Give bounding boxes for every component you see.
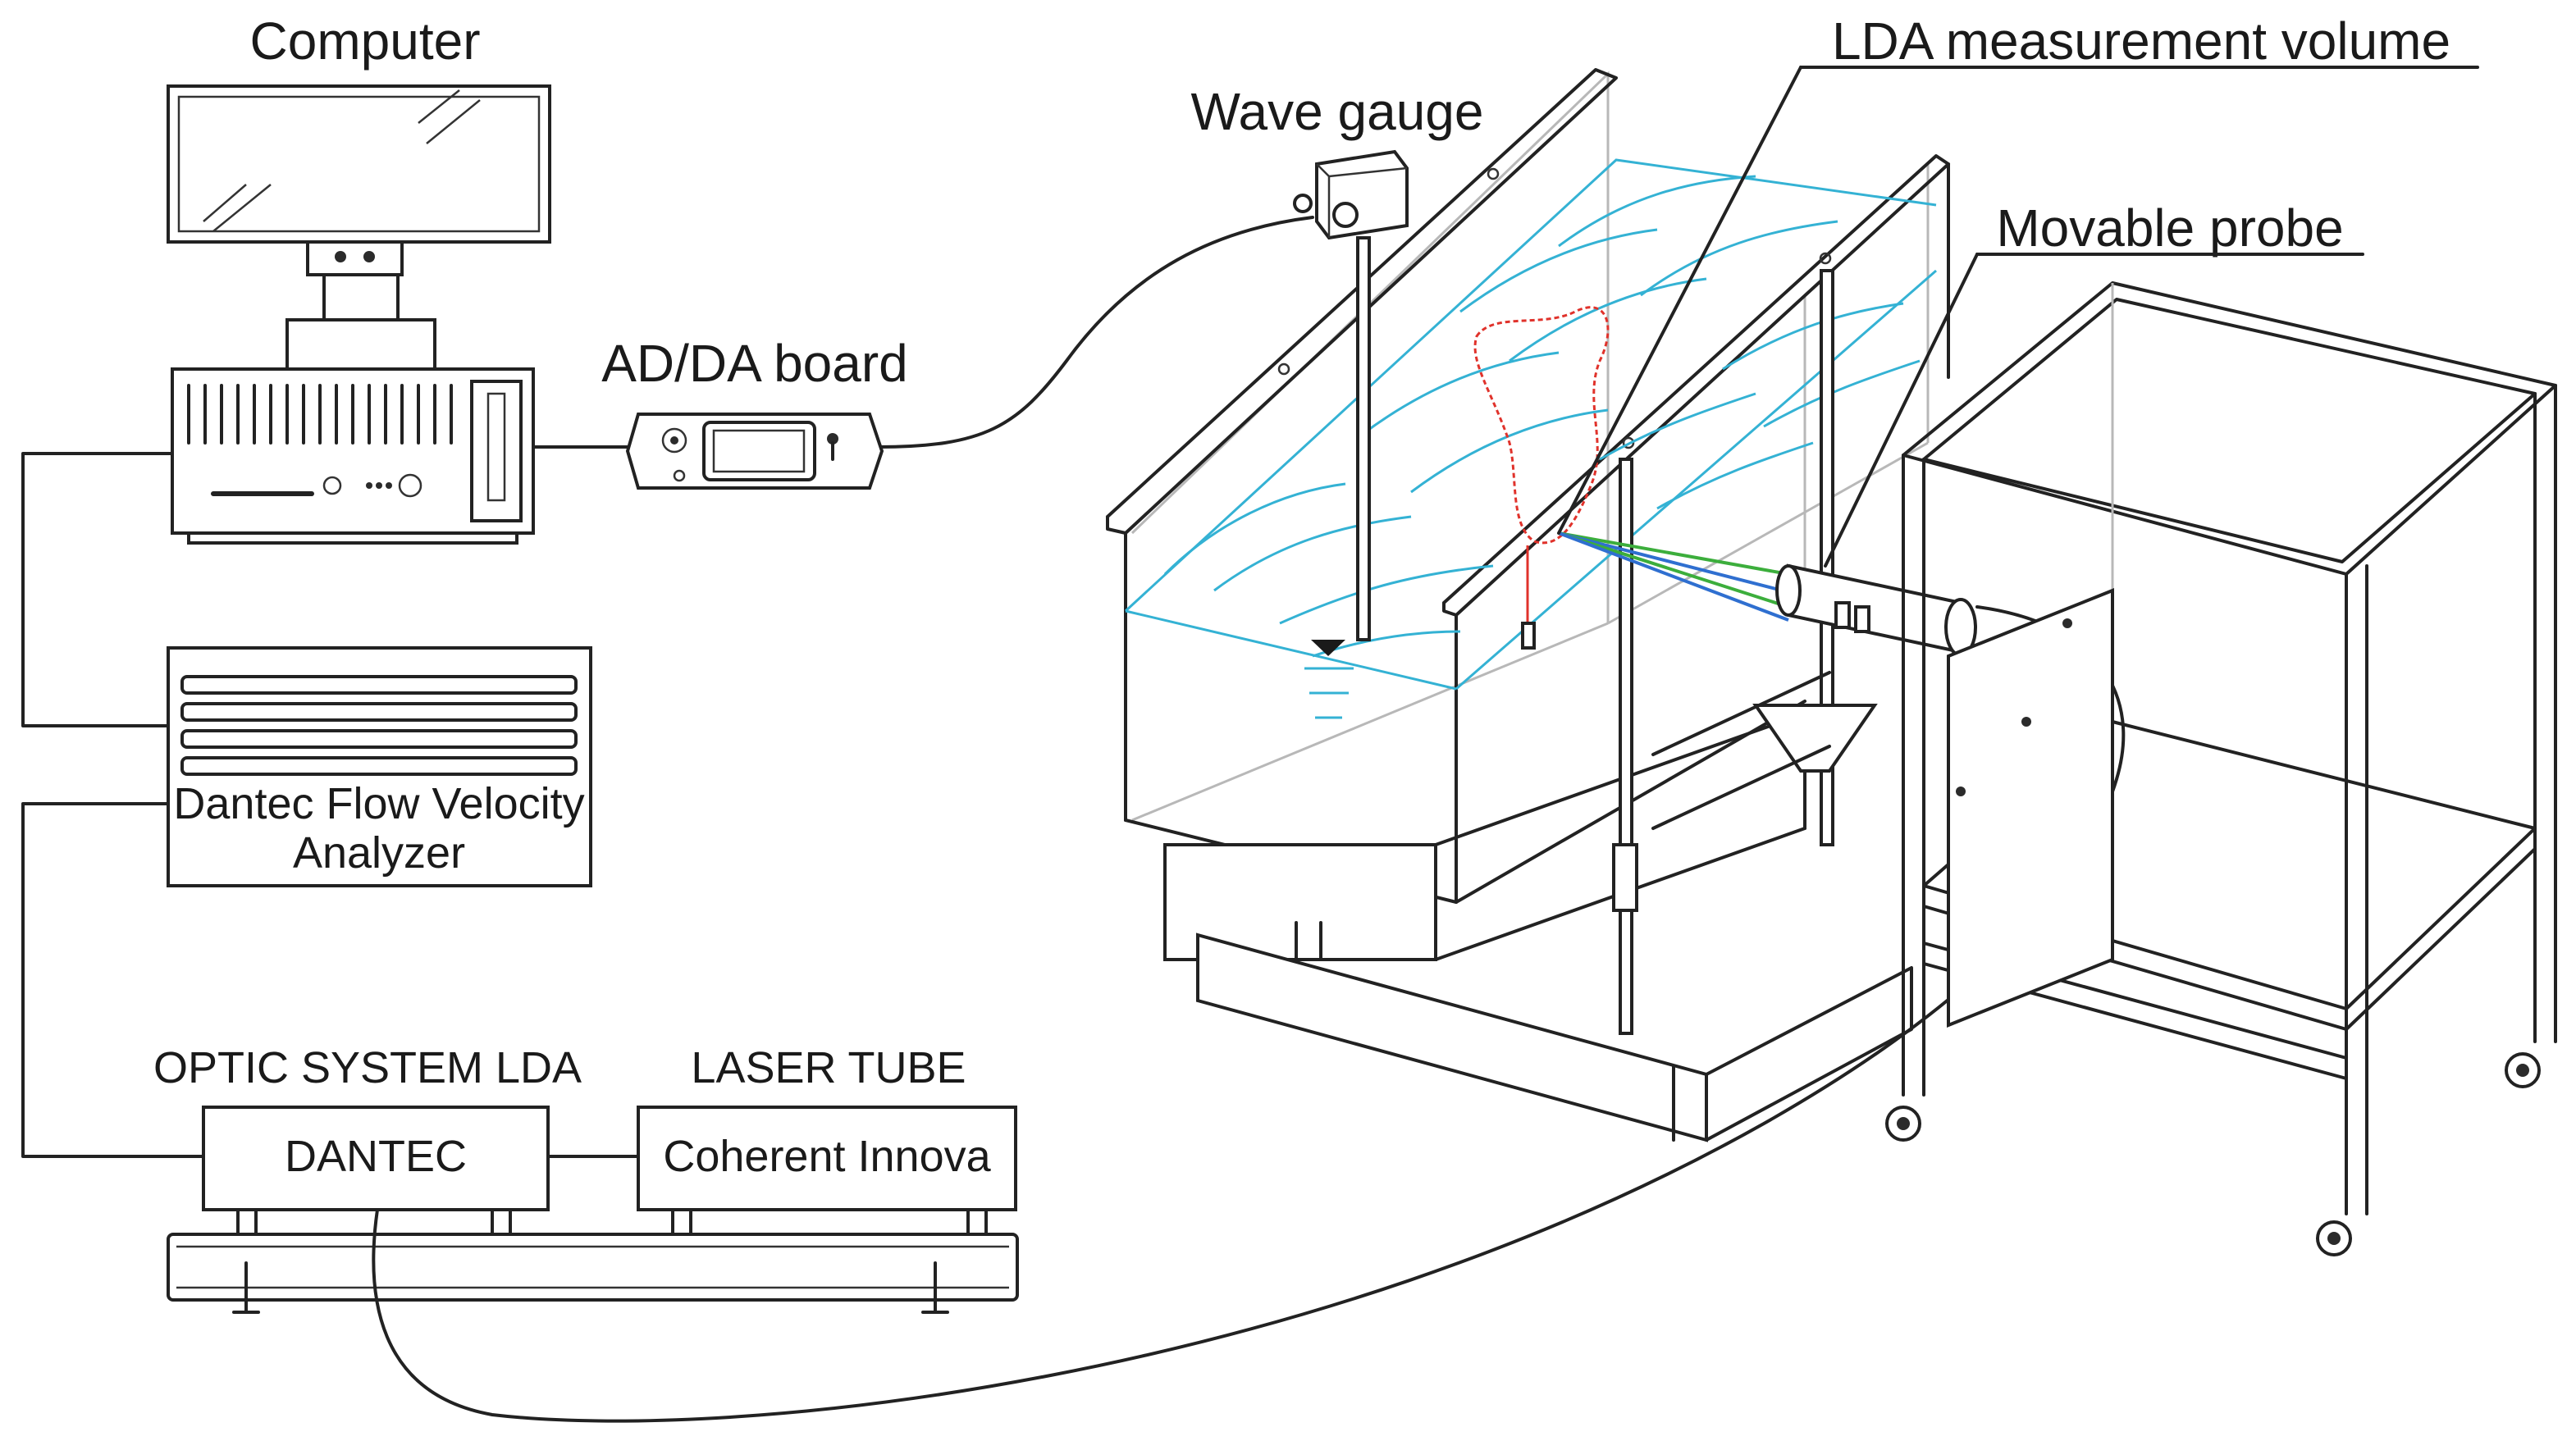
analyzer-label-line1: Dantec Flow Velocity	[173, 779, 584, 828]
lda-volume-label: LDA measurement volume	[1832, 11, 2450, 71]
laser-beams	[1558, 531, 1789, 622]
wave-flume	[1106, 68, 1950, 1142]
wave-gauge-label: Wave gauge	[1191, 82, 1484, 141]
optic-system-label: OPTIC SYSTEM LDA	[153, 1043, 582, 1092]
coherent-innova-label: Coherent Innova	[663, 1132, 991, 1181]
computer-label: Computer	[250, 11, 481, 71]
computer: Computer	[167, 11, 551, 545]
optical-bench-rail	[167, 1233, 1019, 1314]
traverse-frame	[1885, 281, 2557, 1256]
lda-measurement-volume: LDA measurement volume	[1557, 11, 2479, 535]
adda-board-label: AD/DA board	[601, 334, 908, 393]
red-sample-outline	[1473, 306, 1610, 545]
monitor	[167, 84, 551, 371]
movable-probe: Movable probe	[1775, 198, 2364, 657]
flow-velocity-analyzer: Dantec Flow Velocity Analyzer	[167, 646, 592, 887]
wave-gauge: Wave gauge	[1191, 82, 1484, 641]
laser-tube-label: LASER TUBE	[691, 1043, 966, 1092]
analyzer-label-line2: Analyzer	[293, 828, 465, 878]
adda-board: AD/DA board	[601, 334, 908, 490]
dantec-label: DANTEC	[285, 1132, 467, 1181]
laser-tube: LASER TUBE Coherent Innova	[637, 1043, 1017, 1236]
computer-case	[171, 367, 535, 545]
fiber-optic-cable	[372, 605, 2126, 1423]
signal-cables	[21, 216, 1314, 1158]
sample-tip	[1521, 622, 1536, 650]
optic-system-lda: OPTIC SYSTEM LDA DANTEC	[153, 1043, 582, 1236]
movable-probe-label: Movable probe	[1996, 198, 2343, 258]
gauge-cable	[876, 216, 1314, 449]
